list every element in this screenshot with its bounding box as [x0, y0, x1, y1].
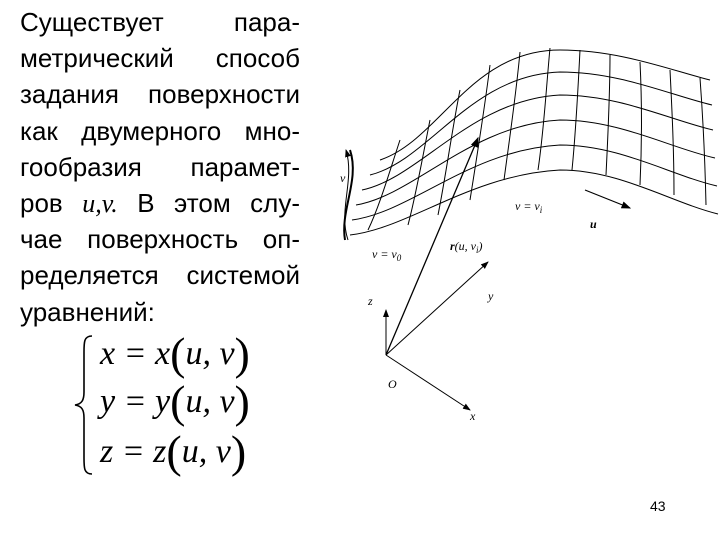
label-z: z	[367, 294, 373, 308]
label-r: r(u, vi)	[450, 239, 483, 255]
paragraph-line-5: гообразия парамет-	[20, 151, 300, 182]
label-v-eq-vi: v = vi	[515, 199, 543, 215]
paragraph-line-7: чае поверхность оп-	[20, 224, 300, 255]
label-u: u	[590, 217, 597, 231]
parametric-surface-figure: v v = v0 v = vi u r(u, vi) z y x O	[340, 47, 719, 423]
label-origin: O	[388, 377, 397, 391]
boundary-v0	[343, 149, 354, 241]
left-brace-icon	[74, 335, 93, 475]
vector-r	[385, 136, 479, 356]
equation-z: z = z(u, v)	[100, 426, 247, 477]
surface-mesh	[349, 47, 719, 236]
label-v: v	[340, 171, 346, 185]
equation-y-args: u, v	[185, 383, 235, 420]
arrow-v	[344, 149, 351, 241]
paragraph-line-6-end: В этом слу-	[117, 187, 300, 218]
equation-x-args: u, v	[185, 335, 235, 372]
paragraph-line-2: метрический способ	[20, 43, 300, 74]
equation-x: x = x(u, v)	[100, 328, 250, 379]
label-v-eq-v0: v = v0	[372, 247, 402, 263]
parameters-uv: u,v.	[82, 188, 118, 218]
paragraph-line-6-start: ров	[20, 187, 83, 218]
label-y: y	[487, 289, 494, 303]
paragraph-line-1: Существует пара-	[20, 7, 300, 37]
label-x: x	[469, 409, 476, 423]
paragraph-line-9: уравнений:	[20, 296, 155, 327]
axis-y	[385, 261, 489, 356]
equation-z-args: u, v	[181, 433, 231, 470]
paragraph-line-4: как двумерного мно-	[20, 115, 300, 146]
equation-system: x = x(u, v) y = y(u, v) z = z(u, v)	[70, 330, 280, 480]
equation-y: y = y(u, v)	[100, 376, 250, 427]
paragraph-line-6: ров u,v. В этом слу-	[20, 185, 300, 221]
axis-x	[385, 354, 471, 411]
page-number: 43	[650, 498, 666, 514]
paragraph-line-8: ределяется системой	[20, 260, 300, 291]
paragraph-line-3: задания поверхности	[20, 79, 300, 110]
paragraph: Существует пара- метрический способ зада…	[20, 4, 300, 330]
arrow-u	[584, 189, 632, 209]
